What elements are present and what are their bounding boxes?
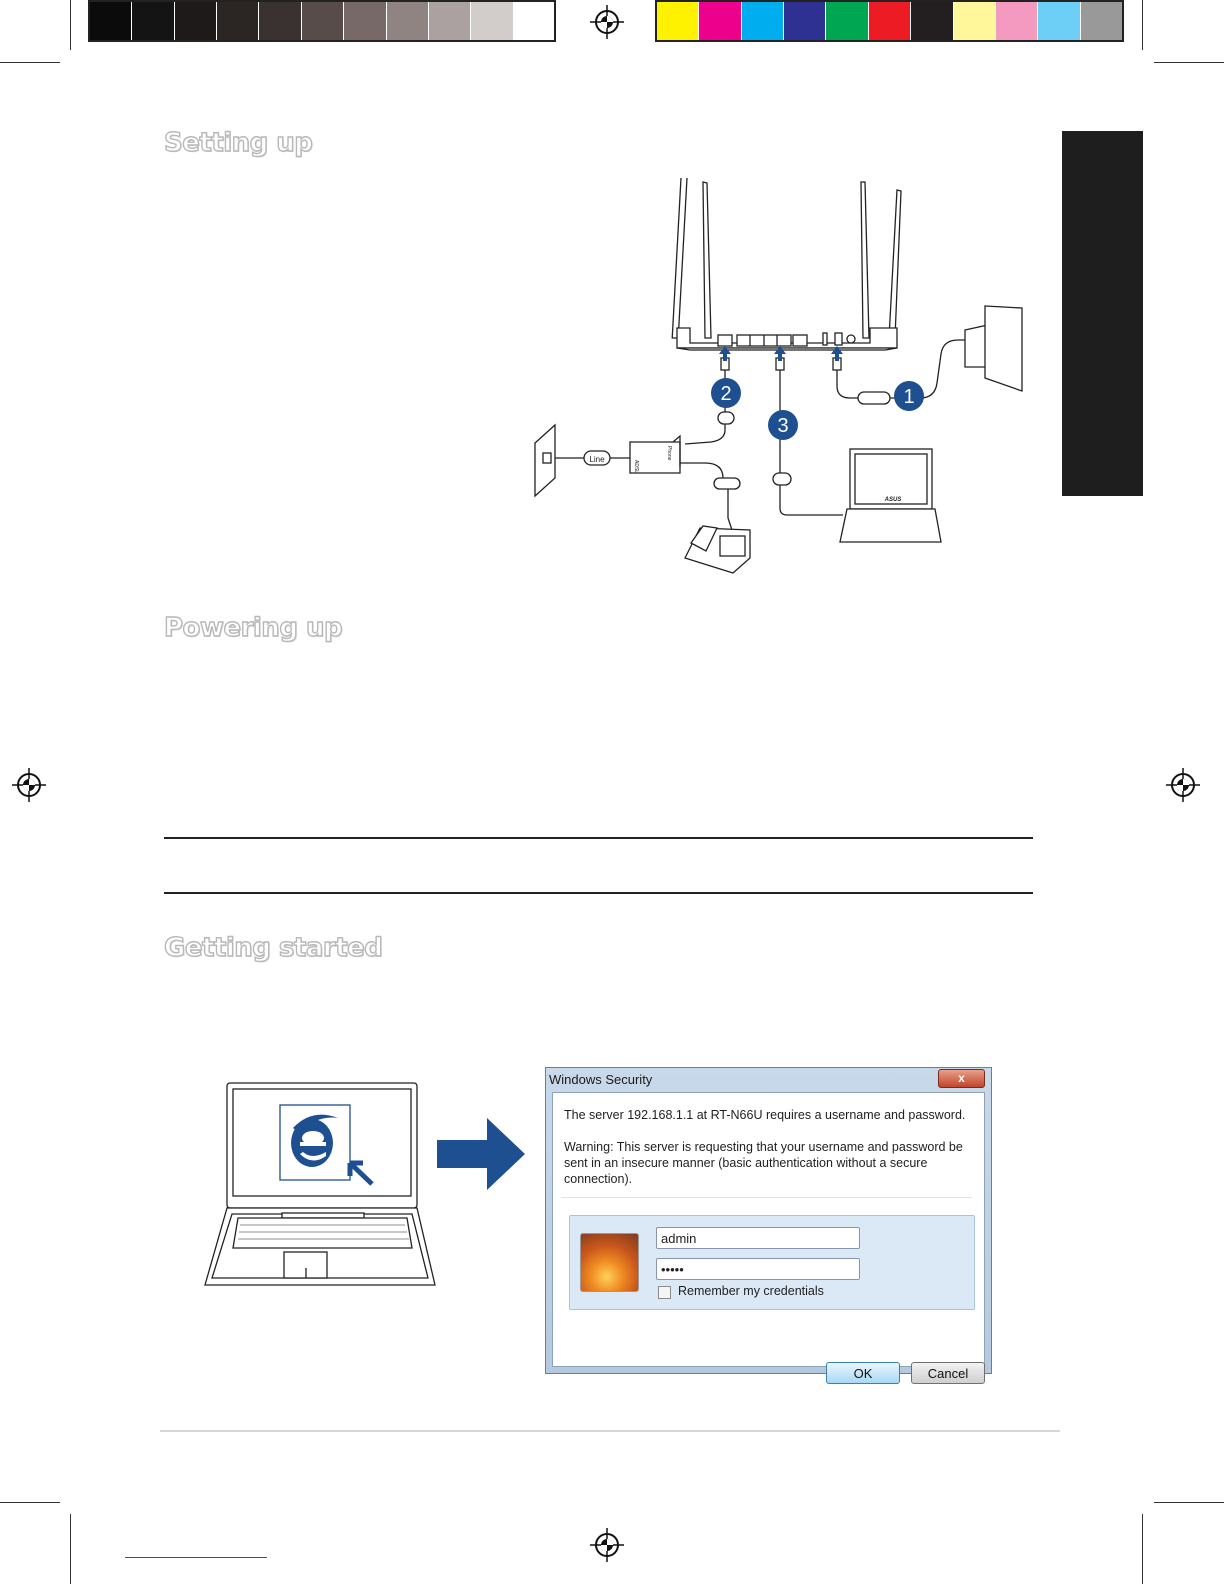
connection-arrows <box>719 346 843 361</box>
color-swatch <box>868 0 911 42</box>
power-jack <box>846 334 856 344</box>
color-swatch <box>657 0 699 42</box>
registration-mark-icon <box>1166 768 1200 802</box>
note-rule-top <box>164 837 1033 839</box>
dialog-body: The server 192.168.1.1 at RT-N66U requir… <box>552 1092 985 1384</box>
color-swatch <box>513 0 555 42</box>
svg-text:1: 1 <box>903 386 914 408</box>
color-swatch <box>699 0 741 42</box>
dialog-close-button[interactable]: x <box>938 1069 985 1088</box>
laptop-brand-label: ASUS <box>884 497 902 503</box>
next-step-arrow-icon <box>437 1118 525 1190</box>
crop-mark <box>70 1514 71 1584</box>
adsl-splitter <box>629 434 681 474</box>
color-swatch <box>471 0 513 42</box>
crop-mark <box>0 62 60 63</box>
power-adapter <box>964 305 1023 392</box>
color-swatch <box>386 0 428 42</box>
color-swatch <box>217 0 259 42</box>
heading-getting-started: Getting started <box>163 932 383 963</box>
dialog-warning-line: Warning: This server is requesting that … <box>564 1140 963 1154</box>
user-avatar-icon <box>580 1233 639 1292</box>
color-swatch <box>132 0 174 42</box>
crop-mark <box>1142 0 1143 50</box>
color-swatch <box>995 0 1038 42</box>
laptop-browser-illustration <box>204 1082 436 1286</box>
internet-explorer-icon <box>291 1114 338 1167</box>
dialog-warning-line: connection). <box>564 1172 633 1186</box>
crop-mark <box>1142 1514 1143 1584</box>
wall-phone-jack <box>534 423 556 498</box>
usb-port <box>792 334 808 347</box>
color-swatch <box>428 0 471 42</box>
svg-text:3: 3 <box>777 415 788 437</box>
color-swatch <box>301 0 344 42</box>
telephone-icon <box>684 525 751 574</box>
color-swatch <box>911 0 953 42</box>
password-field[interactable]: ••••• <box>656 1258 860 1280</box>
cursor-arrow-icon <box>347 1160 374 1186</box>
dialog-message: The server 192.168.1.1 at RT-N66U requir… <box>564 1108 966 1122</box>
registration-mark-icon <box>12 768 46 802</box>
color-swatch <box>259 0 301 42</box>
note-rule-bottom <box>164 892 1033 894</box>
color-swatch <box>953 0 995 42</box>
color-swatch <box>174 0 217 42</box>
username-field[interactable]: admin <box>656 1227 860 1249</box>
splitter-phone-label: Phone <box>666 446 672 461</box>
color-swatch <box>741 0 784 42</box>
crop-mark <box>70 0 71 50</box>
line-label: Line <box>589 455 605 464</box>
dialog-warning-line: sent in an insecure manner (basic authen… <box>564 1156 928 1170</box>
step-badge-2: 2 <box>711 378 741 408</box>
remember-credentials-checkbox[interactable] <box>658 1286 671 1299</box>
router-antenna <box>671 178 688 339</box>
router-antenna <box>860 181 870 339</box>
crop-mark <box>1154 62 1224 63</box>
router-antenna <box>888 189 902 339</box>
router-setup-diagram: 1 2 3 Line ADSL Phone ASUS <box>534 178 1023 574</box>
crop-mark <box>0 1502 60 1503</box>
color-swatch <box>784 0 826 42</box>
ok-button[interactable]: OK <box>826 1362 900 1384</box>
heading-setting-up: Setting up <box>163 127 313 158</box>
credential-panel: admin ••••• Remember my credentials <box>569 1215 975 1310</box>
registration-mark-icon <box>590 1528 624 1562</box>
laptop-icon <box>839 448 942 543</box>
power-cable-tie <box>857 391 891 405</box>
gray-bar-frame <box>88 0 556 42</box>
heading-powering-up: Powering up <box>163 612 343 643</box>
color-swatch <box>1038 0 1080 42</box>
footer-rule <box>160 1430 1060 1432</box>
cancel-button[interactable]: Cancel <box>911 1362 985 1384</box>
splitter-adsl-label: ADSL <box>633 460 639 473</box>
color-swatch <box>90 0 132 42</box>
language-side-tab <box>1062 131 1143 496</box>
wan-port <box>717 334 733 347</box>
remember-credentials-label: Remember my credentials <box>678 1284 824 1298</box>
windows-security-dialog: Windows Security x The server 192.168.1.… <box>545 1067 992 1384</box>
router-antenna <box>702 181 712 339</box>
crop-mark <box>1154 1502 1224 1503</box>
color-bar-frame <box>655 0 1124 42</box>
step-badge-3: 3 <box>768 410 798 440</box>
color-swatch <box>826 0 868 42</box>
color-swatch <box>1080 0 1122 42</box>
registration-mark-icon <box>590 5 624 39</box>
dialog-separator <box>561 1197 972 1198</box>
svg-text:2: 2 <box>720 383 731 405</box>
step-badge-1: 1 <box>894 381 924 411</box>
power-switch <box>834 332 843 346</box>
color-swatch <box>344 0 386 42</box>
dialog-title: Windows Security <box>549 1072 653 1087</box>
footer-link-underline <box>125 1557 267 1558</box>
